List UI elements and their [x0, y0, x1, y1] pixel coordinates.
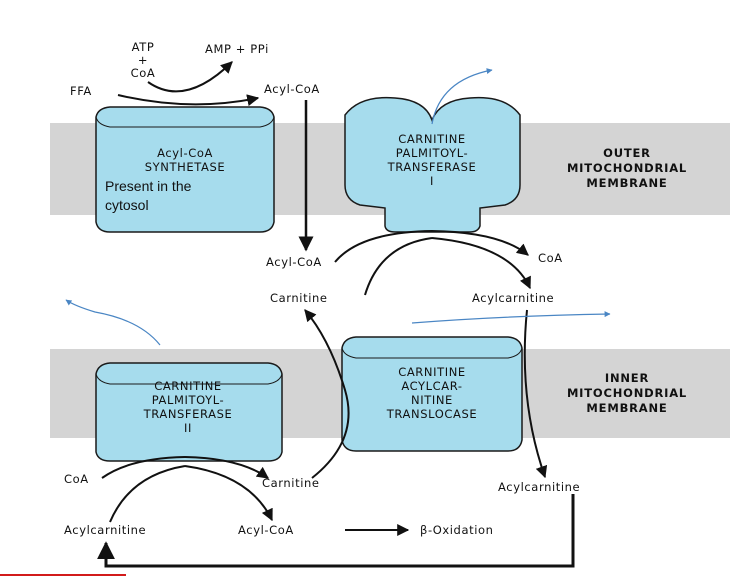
- amp-ppi-label: AMP + PPi: [205, 42, 269, 56]
- carnitine-return-arrow: [304, 309, 350, 479]
- beta-oxidation-label: β-Oxidation: [420, 523, 494, 537]
- outer-membrane-label-1: OUTER: [603, 146, 651, 160]
- cpt2-to-acylcoa-arrow: [184, 465, 273, 522]
- outer-membrane-label-2: MITOCHONDRIAL: [567, 161, 687, 175]
- coa-top-label: CoA: [131, 66, 156, 80]
- atp-to-amp-arrow: [147, 61, 233, 93]
- cpt1-label-1: CARNITINE: [398, 132, 466, 146]
- acyl-coa-synthetase: Acyl-CoA SYNTHETASE Present in the cytos…: [95, 106, 275, 233]
- carnitine-mid-label: Carnitine: [270, 291, 328, 305]
- cpt2-protein: CARNITINE PALMITOYL- TRANSFERASE II: [95, 362, 283, 462]
- inner-membrane-label-1: INNER: [605, 371, 649, 385]
- translocase-label-2: ACYLCAR-: [401, 379, 462, 393]
- acylcarnitine-inward-arrow: [523, 309, 548, 479]
- cpt2-label-3: TRANSFERASE: [143, 407, 233, 421]
- cpt1-label-2: PALMITOYL-: [396, 146, 469, 160]
- synthetase-note-2: cytosol: [105, 197, 149, 213]
- cpt1-label-4: I: [430, 174, 434, 188]
- inner-membrane-label-3: MEMBRANE: [586, 401, 667, 415]
- plus-label: +: [138, 53, 148, 67]
- translocase-protein: CARNITINE ACYLCAR- NITINE TRANSLOCASE: [341, 336, 523, 452]
- acyl-coa-mid-label: Acyl-CoA: [266, 255, 322, 269]
- cpt2-to-carnitine-arrow: [184, 456, 269, 479]
- cpt2-label-4: II: [184, 421, 192, 435]
- synthetase-label-2: SYNTHETASE: [145, 160, 225, 174]
- translocase-label-3: NITINE: [411, 393, 453, 407]
- blue-arrow-right: [411, 311, 611, 324]
- cpt1-acylcoa-curve: [334, 230, 433, 263]
- outer-membrane-label-3: MEMBRANE: [586, 176, 667, 190]
- acylcarnitine-into-cpt2-curve: [109, 465, 186, 523]
- blue-arrow-cpt1: [431, 68, 493, 125]
- synthetase-note-1: Present in the: [105, 178, 192, 194]
- coa-mid-label: CoA: [538, 251, 563, 265]
- ffa-label: FFA: [70, 84, 92, 98]
- atp-label: ATP: [132, 40, 155, 54]
- cpt1-protein: CARNITINE PALMITOYL- TRANSFERASE I: [344, 96, 521, 233]
- coa-into-cpt2-curve: [101, 456, 186, 479]
- blue-arrow-left: [65, 299, 161, 346]
- carnitine-bottom-label: Carnitine: [262, 476, 320, 490]
- acyl-coa-bottom-label: Acyl-CoA: [238, 523, 294, 537]
- acylcarnitine-right-label: Acylcarnitine: [498, 480, 580, 494]
- translocase-label-4: TRANSLOCASE: [386, 407, 477, 421]
- coa-bottom-label: CoA: [64, 472, 89, 486]
- cpt2-label-1: CARNITINE: [154, 379, 222, 393]
- cpt1-label-3: TRANSFERASE: [387, 160, 477, 174]
- acylcarnitine-loop-arrow: [97, 494, 575, 568]
- cpt1-to-coa-arrow: [431, 230, 529, 256]
- acylcarnitine-left-label: Acylcarnitine: [64, 523, 146, 537]
- synthetase-label-1: Acyl-CoA: [157, 146, 213, 160]
- acyl-coa-top-label: Acyl-CoA: [264, 82, 320, 96]
- translocase-label-1: CARNITINE: [398, 365, 466, 379]
- acylcarnitine-mid-label: Acylcarnitine: [472, 291, 554, 305]
- inner-membrane-label-2: MITOCHONDRIAL: [567, 386, 687, 400]
- cpt2-label-2: PALMITOYL-: [152, 393, 225, 407]
- carnitine-to-cpt1-curve: [364, 237, 433, 296]
- ffa-to-acylcoa-arrow: [117, 94, 260, 107]
- cpt1-to-acylcarnitine-arrow: [431, 237, 531, 290]
